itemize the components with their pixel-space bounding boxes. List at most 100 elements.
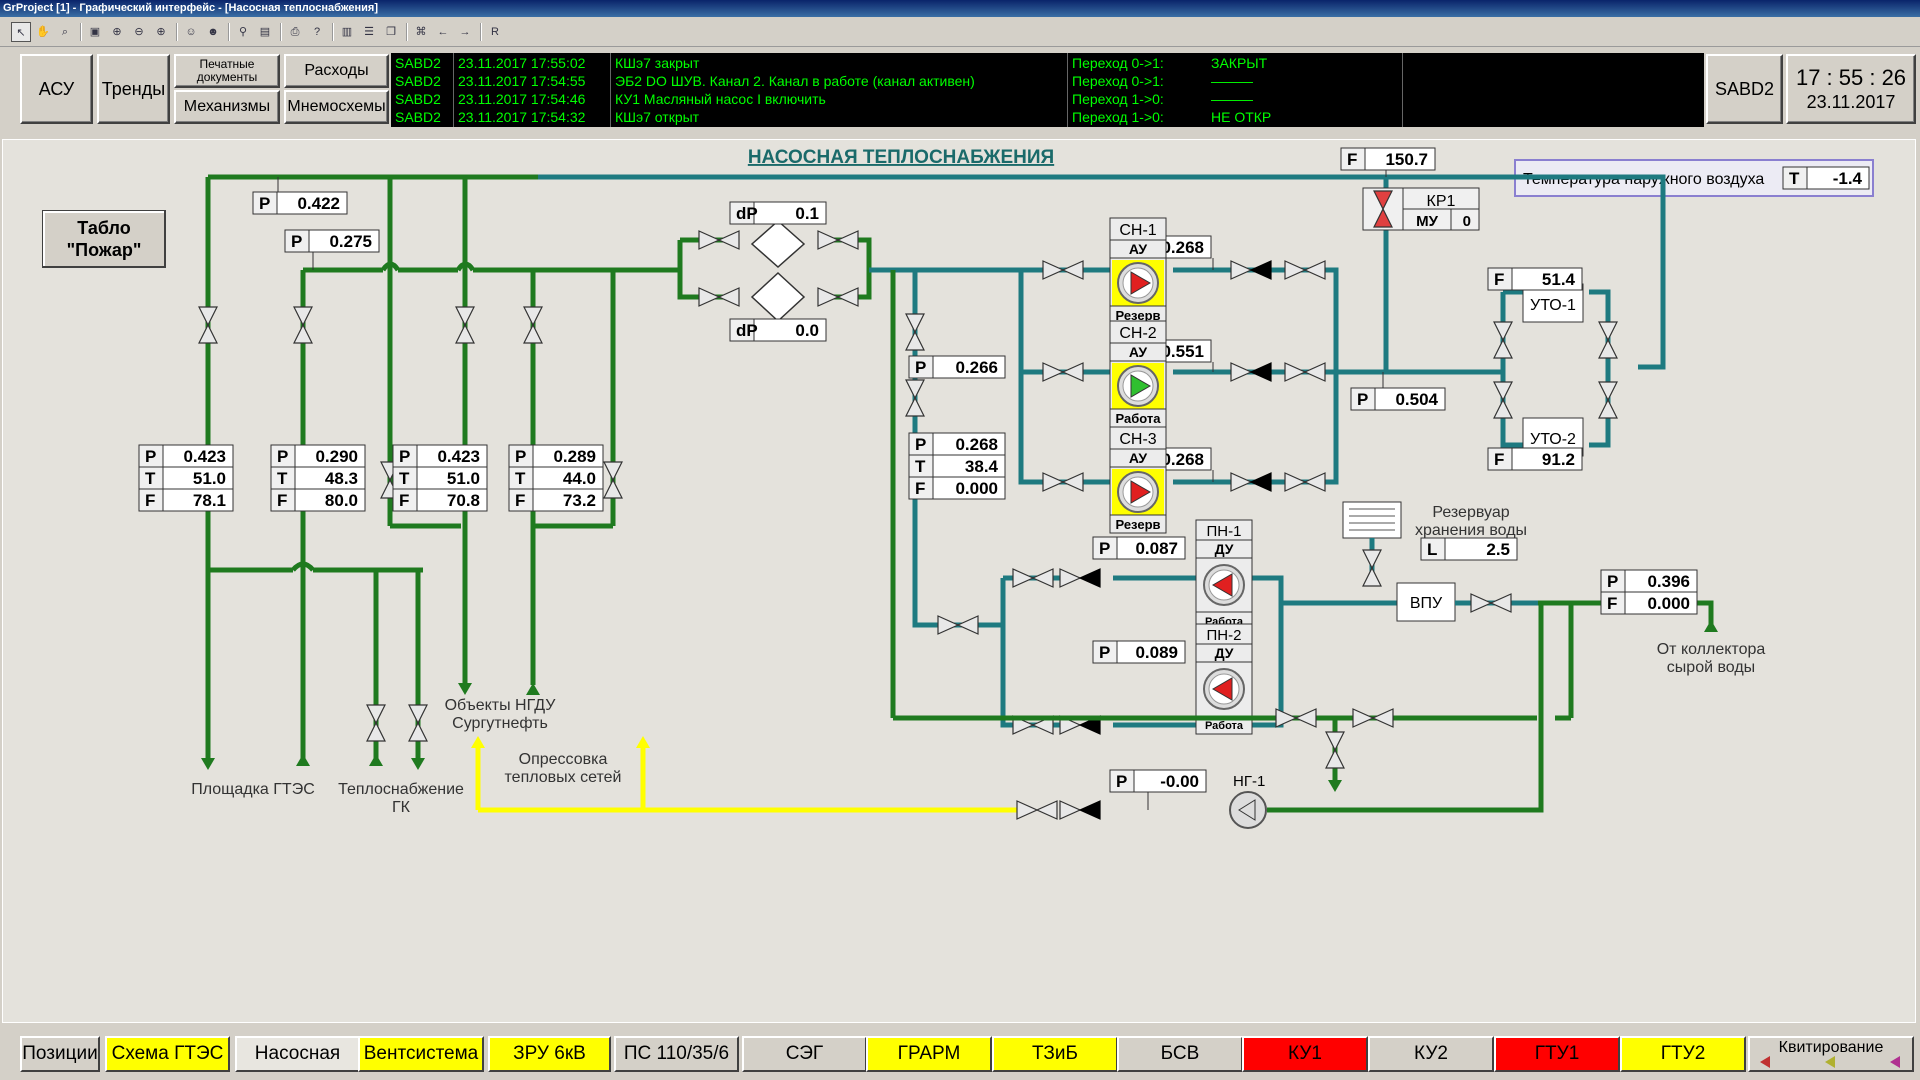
valve-icon[interactable] [1493,381,1513,419]
valve-icon[interactable] [1470,593,1512,613]
valve-icon[interactable] [817,287,859,307]
nav-button-12[interactable]: КУ2 [1368,1036,1494,1072]
nav-button-2[interactable]: Схема ГТЭС [105,1036,230,1072]
expenses-button[interactable]: Расходы [284,54,389,88]
reset-icon[interactable]: R [491,26,499,38]
valve-icon[interactable] [905,379,925,417]
valve-icon[interactable] [698,287,740,307]
user-icon[interactable]: ☻ [207,26,219,38]
valve-icon[interactable] [1325,731,1345,769]
nav-button-8[interactable]: ГРАРМ [866,1036,992,1072]
nav-button-3[interactable]: Насосная [235,1036,360,1072]
valve-icon[interactable] [698,230,740,250]
find-icon[interactable]: ⚲ [238,26,248,38]
valve-icon[interactable] [523,306,543,344]
zoom-in-icon[interactable]: ⊕ [156,26,166,38]
mnemo-button[interactable]: Мнемосхемы [284,90,389,124]
valve-icon[interactable] [817,230,859,250]
zoom-icon[interactable]: ⌕ [61,26,69,38]
valve-icon[interactable] [1042,362,1084,382]
print-icon[interactable]: ⎙ [290,26,300,38]
zoom-out-icon[interactable]: ⊖ [134,26,144,38]
pointer-icon[interactable]: ↖ [11,22,31,42]
nav-button-5[interactable]: ЗРУ 6кВ [488,1036,611,1072]
valve-icon[interactable] [1016,800,1058,820]
tank-icon[interactable] [1342,501,1402,539]
valve-icon[interactable] [937,615,979,635]
network-icon[interactable]: ⌘ [415,26,427,38]
nav-button-10[interactable]: БСВ [1117,1036,1243,1072]
nav-button-13[interactable]: ГТУ1 [1494,1036,1620,1072]
nav-button-7[interactable]: СЭГ [742,1036,867,1072]
valve-icon[interactable] [1284,260,1326,280]
valve-icon[interactable] [1012,568,1054,588]
hand-icon[interactable]: ✋ [36,26,50,38]
print-docs-button[interactable]: Печатные документы [174,54,280,88]
valve-icon[interactable] [1352,708,1394,728]
layout-icon[interactable]: ▥ [341,26,353,38]
vpu-unit[interactable]: ВПУ [1396,582,1456,622]
ng1-pressure[interactable]: P-0.00 [1109,769,1207,793]
valve-icon[interactable] [293,306,313,344]
zoom-fit-icon[interactable]: ▣ [89,26,101,38]
valve-icon[interactable] [198,306,218,344]
list-icon[interactable]: ☰ [364,26,374,38]
nav-button-4[interactable]: Вентсистема [358,1036,484,1072]
valve-icon[interactable] [905,313,925,351]
valve-icon[interactable] [408,704,428,742]
valve-icon[interactable] [603,461,623,499]
forward-arrow-icon[interactable]: → [459,26,471,38]
valve-icon[interactable] [1598,381,1618,419]
valve-icon[interactable] [1493,321,1513,359]
valve-icon[interactable] [1284,472,1326,492]
zoom-area-icon[interactable]: ⊕ [112,26,122,38]
valve-icon[interactable] [366,704,386,742]
pump-ng1[interactable]: НГ-1 [1229,773,1267,829]
users-icon[interactable]: ☺ [185,26,197,38]
control-valve-icon[interactable] [1373,190,1393,228]
nav-button-1[interactable]: Позиции [20,1036,100,1072]
valve-icon[interactable] [1042,260,1084,280]
save-icon[interactable]: ▤ [259,26,271,38]
help-icon[interactable]: ? [313,26,321,38]
valve-icon[interactable] [1362,549,1382,587]
valve-icon[interactable] [1275,708,1317,728]
nav-button-15[interactable]: Квитирование [1748,1036,1914,1072]
valve-icon[interactable] [1598,321,1618,359]
valve-icon[interactable] [1284,362,1326,382]
nav-button-11[interactable]: КУ1 [1242,1036,1368,1072]
back-arrow-icon[interactable]: ← [437,26,449,38]
asu-button[interactable]: АСУ [20,54,93,124]
